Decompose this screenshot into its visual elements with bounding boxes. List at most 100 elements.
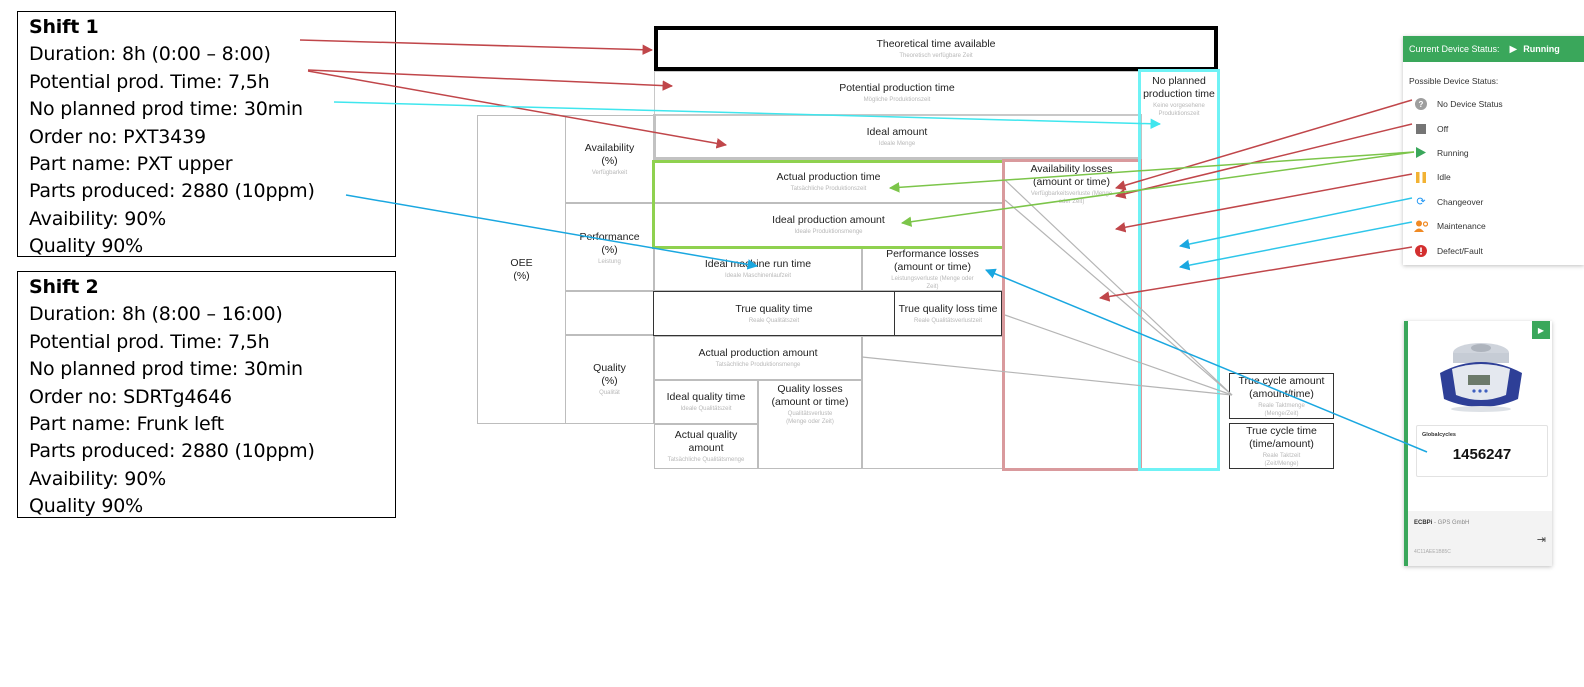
quality-sub: Qualität [599,390,620,396]
ideal-production-amount-cell: Ideal production amount Ideale Produktio… [654,203,1003,247]
ideal-machine-run-time-cell: Ideal machine run time Ideale Maschinenl… [654,247,862,291]
shift-1-availability: Avaibility: 90% [29,207,166,230]
shift-1-parts-produced: Parts produced: 2880 (10ppm) [29,180,315,203]
device-status-panel: Current Device Status: ▶ Running Possibl… [1403,36,1584,265]
quality-losses-cell: Quality losses (amount or time) Qualität… [758,380,862,469]
status-label: Idle [1437,172,1451,183]
company-label: ECBPi - GPS GmbH [1414,520,1469,526]
device-card[interactable]: ▶ Globalcycles 1456247 ECBPi - GPS GmbH … [1404,321,1552,566]
ideal-production-amount-label: Ideal production amount [772,214,885,226]
true-cycle-time-label: True cycle time (time/amount) [1246,424,1317,450]
shift-2-no-planned: No planned prod time: 30min [29,358,303,381]
stop-square-icon [1414,122,1428,136]
quality-label: Quality (%) [593,362,626,387]
performance-losses-label: Performance losses (amount or time) [886,247,979,273]
status-label: Off [1437,123,1449,134]
actual-production-time-sub: Tatsächliche Produktionszeit [790,186,867,192]
blank-cell [862,336,1003,469]
shift-1-title: Shift 1 [29,16,99,38]
theoretical-time-label: Theoretical time available [876,37,996,50]
actual-production-time-cell: Actual production time Tatsächliche Prod… [654,161,1003,203]
export-icon[interactable]: ⇥ [1536,534,1546,546]
current-status-label: Current Device Status: [1409,44,1500,54]
availability-losses-label: Availability losses (amount or time) [1030,163,1113,188]
shift-1-quality: Quality 90% [29,235,143,258]
status-label: Maintenance [1437,221,1486,232]
actual-quality-amount-cell: Actual quality amount Tatsächliche Quali… [654,424,758,469]
shift-2-potential: Potential prod. Time: 7,5h [29,330,270,353]
ideal-quality-time-cell: Ideal quality time Ideale Qualitätszeit [654,380,758,424]
performance-losses-sub: Leistungsverluste (Menge oder Zeit) [891,275,974,290]
shift-2-quality: Quality 90% [29,495,143,518]
shift-2-availability: Avaibility: 90% [29,467,166,490]
shift-1-no-planned: No planned prod time: 30min [29,98,303,121]
actual-quality-amount-label: Actual quality amount [674,429,738,454]
potential-production-time-label: Potential production time [839,82,955,94]
status-item-no-device-status: ? No Device Status [1403,92,1584,116]
counter-box: Globalcycles 1456247 [1416,425,1548,477]
shift-2-parts-produced: Parts produced: 2880 (10ppm) [29,440,315,463]
play-button[interactable]: ▶ [1532,321,1550,339]
counter-label: Globalcycles [1422,432,1456,438]
shift-1-part: Part name: PXT upper [29,153,233,176]
status-label: Running [1437,147,1469,158]
performance-sub: Leistung [598,259,621,265]
oee-cell: OEE (%) [477,115,566,424]
shift-2-duration: Duration: 8h (8:00 – 16:00) [29,303,283,326]
actual-production-amount-label: Actual production amount [698,347,818,359]
true-quality-loss-time-sub: Reale Qualitätsverlustzeit [913,317,983,324]
ideal-machine-run-time-label: Ideal machine run time [704,258,812,270]
oee-label: OEE (%) [510,256,533,282]
no-planned-production-time-cell: No planned production time Keine vorgese… [1140,71,1218,469]
performance-label: Performance (%) [579,231,640,256]
actual-production-time-label: Actual production time [776,171,881,183]
true-cycle-time-sub: Reale Taktzeit (Zeit/Menge) [1262,452,1301,467]
true-cycle-amount-sub: Reale Taktmenge (Menge/Zeit) [1258,402,1305,417]
card-footer: ECBPi - GPS GmbH 4C11AEE1B85C ⇥ [1408,511,1552,566]
ideal-production-amount-sub: Ideale Produktionsmenge [794,229,863,235]
quality-cell: Quality (%) Qualität [565,335,654,424]
true-quality-loss-time-label: True quality loss time [898,302,998,315]
status-item-defect-fault: Defect/Fault [1403,238,1584,262]
theoretical-time-cell: Theoretical time available Theoretisch v… [654,26,1218,71]
status-item-running: Running [1403,141,1584,165]
status-item-maintenance: Maintenance [1403,214,1584,238]
shift-2-part: Part name: Frunk left [29,413,224,436]
availability-losses-sub: Verfügbarkeitsverluste (Menge oder Zeit) [1030,191,1113,205]
true-cycle-amount-cell: True cycle amount (amount/time) Reale Ta… [1229,373,1334,419]
shift-1-duration: Duration: 8h (0:00 – 8:00) [29,43,271,66]
alert-circle-icon [1414,244,1428,258]
availability-cell: Availability (%) Verfügbarkeit [565,115,654,203]
help-circle-icon: ? [1414,97,1428,111]
current-status-header: Current Device Status: ▶ Running [1403,36,1584,62]
availability-label: Availability (%) [584,141,635,167]
true-quality-time-label: True quality time [735,302,813,315]
ideal-amount-cell: Ideal amount Ideale Menge [654,115,1140,159]
status-label: Changeover [1437,196,1484,207]
counter-value: 1456247 [1452,446,1512,463]
company-name: ECBPi [1414,520,1433,526]
play-icon [1414,146,1428,160]
ideal-machine-run-time-sub: Ideale Maschinenlaufzeit [724,273,792,279]
status-item-changeover: ⟳ Changeover [1403,190,1584,214]
theoretical-time-sub: Theoretisch verfügbare Zeit [899,52,973,59]
shift-1-order: Order no: PXT3439 [29,125,206,148]
device-image-icon [1440,343,1522,412]
possible-status-subtitle: Possible Device Status: [1409,76,1499,86]
ideal-amount-sub: Ideale Menge [878,141,916,147]
company-suffix: - GPS GmbH [1432,520,1470,526]
empty-cell [565,291,654,335]
actual-quality-amount-sub: Tatsächliche Qualitätsmenge [667,457,745,463]
ideal-amount-label: Ideal amount [866,126,928,138]
status-label: No Device Status [1437,99,1503,110]
performance-cell: Performance (%) Leistung [565,203,654,291]
shift-2-box: Shift 2 Duration: 8h (8:00 – 16:00) Pote… [17,271,396,518]
actual-production-amount-sub: Tatsächliche Produktionsmenge [715,362,801,368]
shift-2-order: Order no: SDRTg4646 [29,385,232,408]
device-id: 4C11AEE1B85C [1414,549,1451,555]
quality-losses-label: Quality losses (amount or time) [771,383,849,408]
actual-production-amount-cell: Actual production amount Tatsächliche Pr… [654,336,862,380]
potential-production-time-sub: Mögliche Produktionszeit [863,97,931,103]
no-planned-production-time-label: No planned production time [1143,75,1215,100]
true-quality-loss-time-cell: True quality loss time Reale Qualitätsve… [894,291,1002,336]
